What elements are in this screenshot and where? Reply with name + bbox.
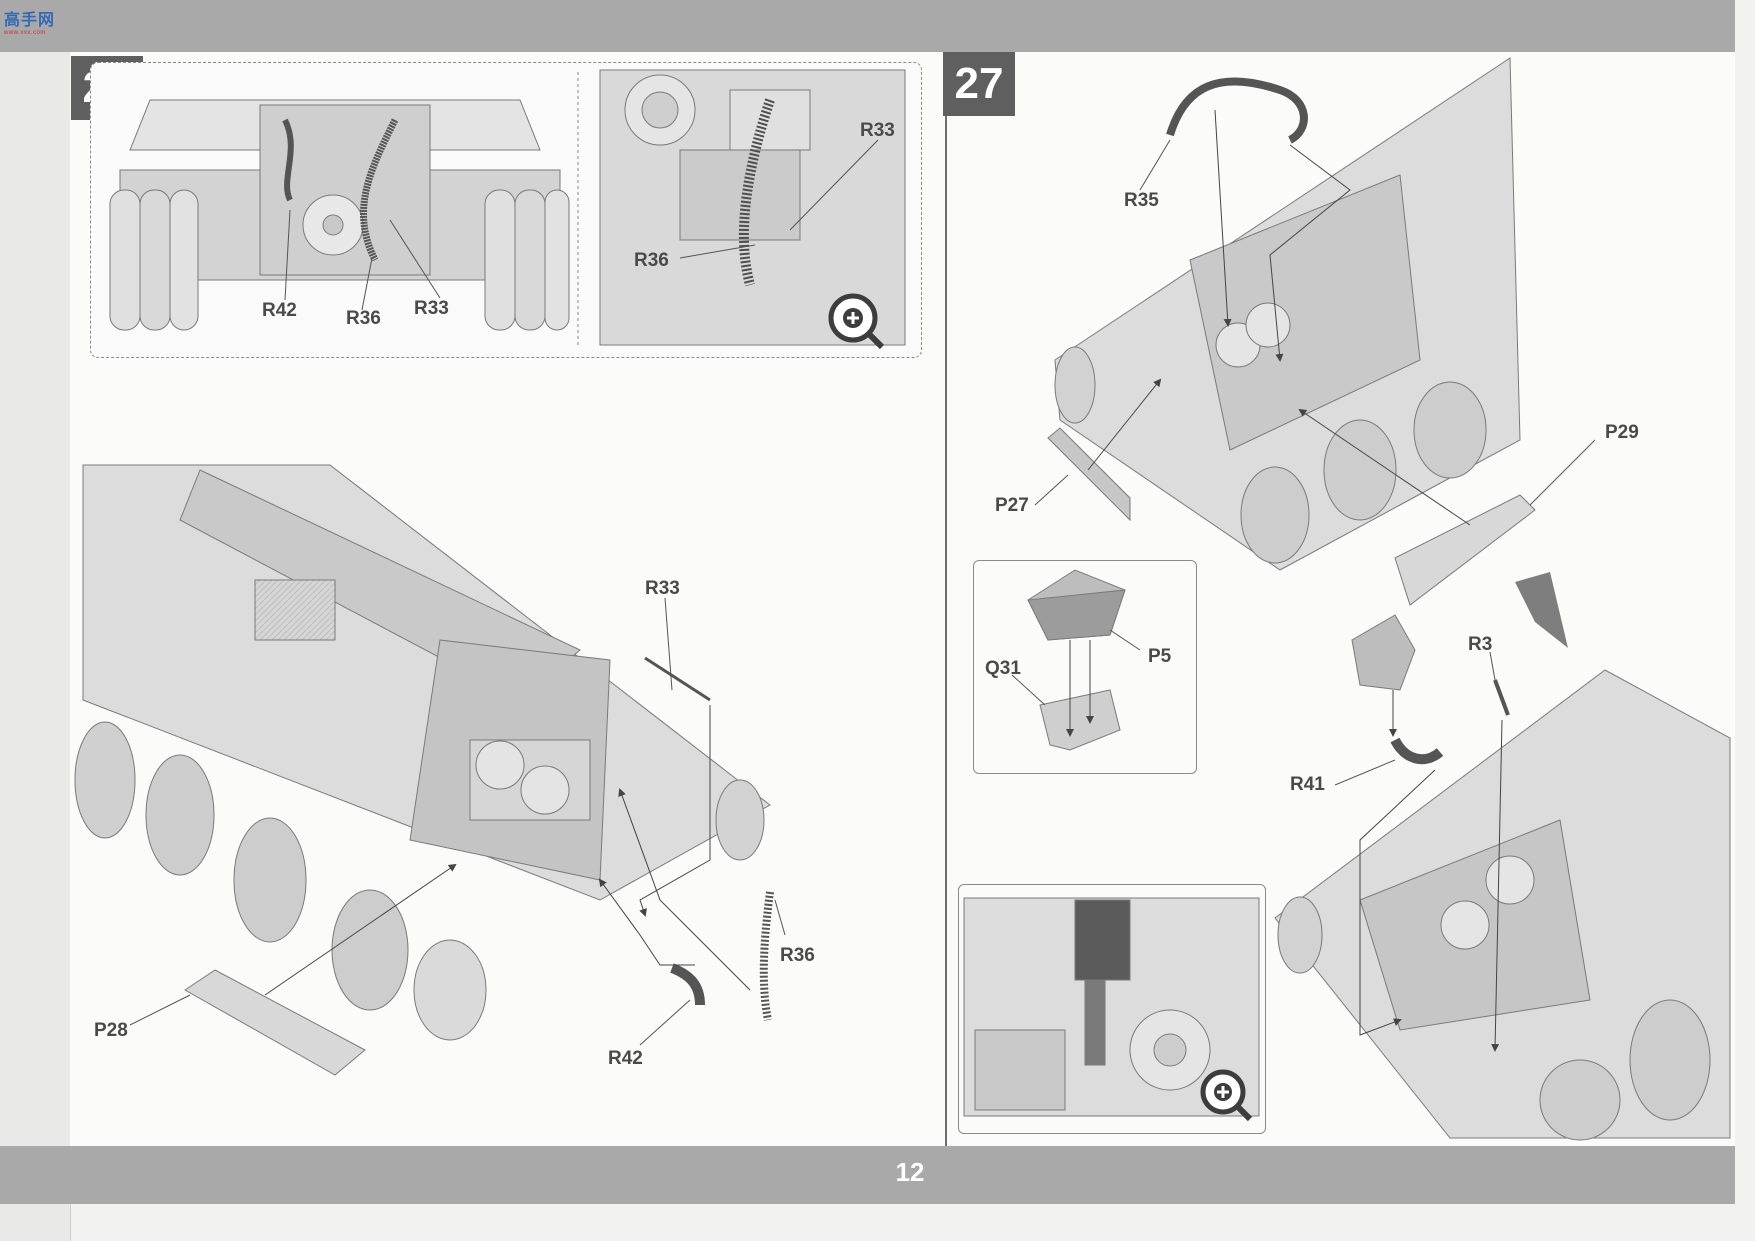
logo-text: 高手网 xyxy=(4,12,56,29)
callout-label: R41 xyxy=(1290,774,1325,795)
spine-bottom-band xyxy=(0,1146,70,1204)
callout-label: R36 xyxy=(634,250,669,271)
bottom-band xyxy=(70,1146,1735,1204)
step-27-main-drawing xyxy=(1274,614,1731,1141)
step-27-top-drawing xyxy=(1034,57,1596,606)
callout-label: R33 xyxy=(414,298,449,319)
step-27-inset-frame xyxy=(973,560,1197,774)
site-logo: 高手网 www.xxx.com xyxy=(4,6,68,36)
callout-label: P28 xyxy=(94,1020,128,1041)
callout-label: P27 xyxy=(995,495,1029,516)
step-26-rear-view-drawing xyxy=(109,99,570,331)
step-26-main-drawing xyxy=(74,464,786,1076)
assembly-arrow-icon xyxy=(1515,572,1568,648)
step-27-inset-drawing xyxy=(1011,569,1141,751)
callout-label: R35 xyxy=(1124,190,1159,211)
callout-label: Q31 xyxy=(985,658,1021,679)
logo-subtext: www.xxx.com xyxy=(4,30,46,36)
zoom-in-icon xyxy=(828,293,885,350)
callout-label: R36 xyxy=(346,308,381,329)
top-band xyxy=(70,0,1735,52)
spine-top-band xyxy=(0,0,70,52)
callout-label: R36 xyxy=(780,945,815,966)
callout-label: R42 xyxy=(262,300,297,321)
callout-label: P29 xyxy=(1605,422,1639,443)
step-27-number: 27 xyxy=(943,52,1015,116)
callout-label: P5 xyxy=(1148,646,1172,667)
callout-label: R42 xyxy=(608,1048,643,1069)
page-divider xyxy=(945,52,947,1146)
callout-label: R33 xyxy=(645,578,680,599)
zoom-in-icon xyxy=(1200,1069,1253,1122)
step-27-zoom-frame xyxy=(958,884,1266,1134)
page-number: 12 xyxy=(895,1157,925,1187)
callout-label: R33 xyxy=(860,120,895,141)
callout-label: R3 xyxy=(1468,634,1493,655)
